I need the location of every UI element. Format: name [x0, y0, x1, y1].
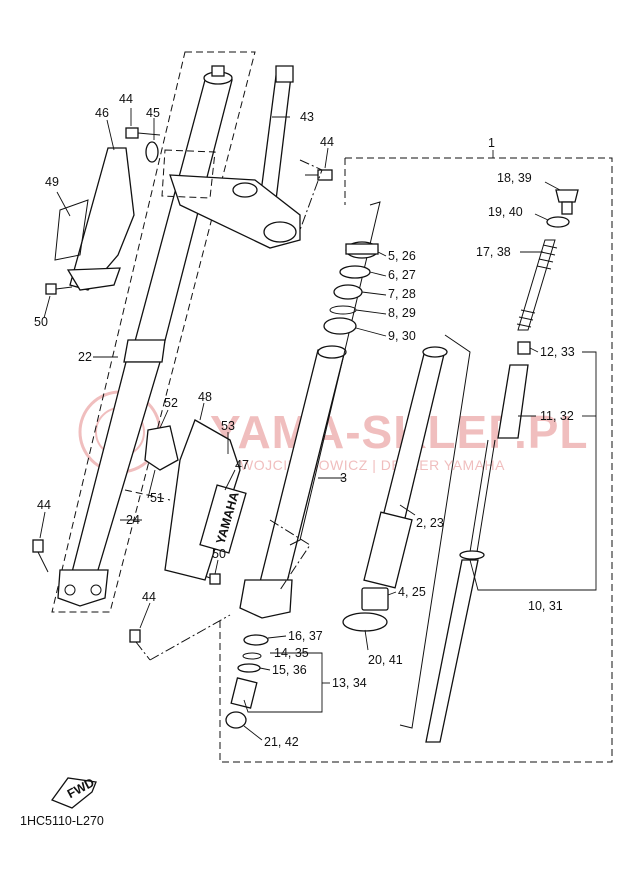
bolt-44b [299, 159, 333, 231]
label-52: 52 [164, 396, 178, 410]
label-44d: 44 [142, 590, 156, 604]
label-22: 22 [78, 350, 92, 364]
watermark-main-text: YAMA-SKLEP.PL [210, 406, 589, 458]
label-53: 53 [221, 419, 235, 433]
bushing [361, 587, 389, 611]
label-14-35: 14, 35 [274, 646, 309, 660]
fwd-arrow-icon: FWD [50, 775, 97, 809]
label-11-32: 11, 32 [540, 409, 574, 423]
label-48: 48 [198, 390, 212, 404]
label-43: 43 [300, 110, 314, 124]
label-46: 46 [95, 106, 109, 120]
label-5-26: 5, 26 [388, 249, 416, 263]
label-17-38: 17, 38 [476, 245, 511, 259]
bolt-44c [32, 539, 49, 573]
label-10-31: 10, 31 [528, 599, 563, 613]
label-44c: 44 [37, 498, 51, 512]
leader-lines [39, 108, 597, 741]
label-9-30: 9, 30 [388, 329, 416, 343]
label-2-23: 2, 23 [416, 516, 444, 530]
label-51: 51 [150, 491, 164, 505]
label-13-34: 13, 34 [332, 676, 367, 690]
seal-bracket [289, 201, 381, 546]
cap-bolt [546, 189, 579, 228]
label-16-37: 16, 37 [288, 629, 323, 643]
label-50b: 50 [212, 547, 226, 561]
bolt-50a [45, 283, 73, 295]
watermark-sub-text: WOJCIECHOWICZ | DEALER YAMAHA [240, 457, 505, 473]
fork-spring [516, 239, 558, 331]
label-21-42: 21, 42 [264, 735, 299, 749]
lower-seal [342, 612, 388, 632]
label-7-28: 7, 28 [388, 287, 416, 301]
number-plate [54, 147, 135, 291]
clip-45 [145, 141, 159, 163]
part-labels: 1 3 22 24 43 44 44 44 44 45 46 47 48 49 … [34, 92, 575, 749]
bolt-44a [125, 127, 161, 139]
right-fork-outer-tube [239, 345, 347, 619]
diagram-code: 1HC5110-L270 [20, 814, 104, 828]
label-49: 49 [45, 175, 59, 189]
label-1: 1 [488, 136, 495, 150]
label-47: 47 [235, 458, 249, 472]
left-fork-box [51, 51, 256, 613]
assembly-box-1 [219, 157, 613, 763]
left-fork-outer-tube [57, 65, 233, 607]
label-44b: 44 [320, 135, 334, 149]
damper-rod [425, 341, 531, 743]
center-bolt-assembly [225, 634, 269, 729]
label-19-40: 19, 40 [488, 205, 523, 219]
label-6-27: 6, 27 [388, 268, 416, 282]
label-18-39: 18, 39 [497, 171, 532, 185]
label-24: 24 [126, 513, 140, 527]
label-12-33: 12, 33 [540, 345, 575, 359]
label-44a: 44 [119, 92, 133, 106]
fork-guard: YAMAHA [124, 419, 247, 581]
label-4-25: 4, 25 [398, 585, 426, 599]
label-8-29: 8, 29 [388, 306, 416, 320]
label-20-41: 20, 41 [368, 653, 403, 667]
label-45: 45 [146, 106, 160, 120]
inner-tube [363, 334, 471, 729]
seal-kit [323, 241, 379, 335]
bolt-44d [129, 614, 231, 661]
label-3: 3 [340, 471, 347, 485]
steering-stem [161, 65, 301, 249]
label-50a: 50 [34, 315, 48, 329]
label-15-36: 15, 36 [272, 663, 307, 677]
